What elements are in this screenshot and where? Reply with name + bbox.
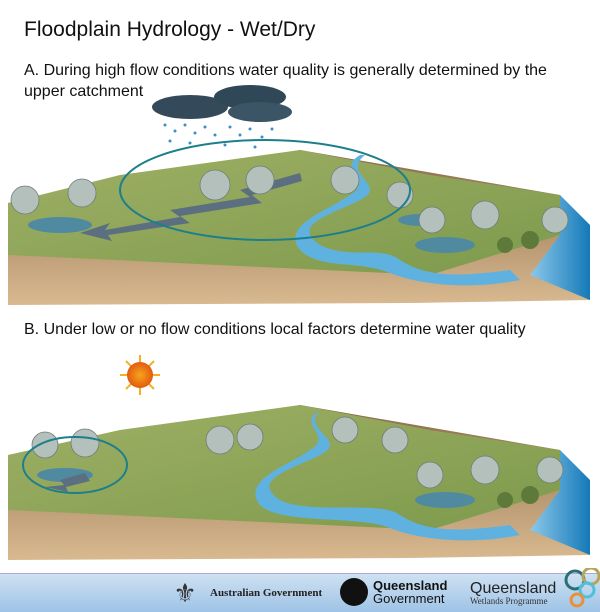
local-ring: [22, 436, 128, 494]
australian-government-label: Australian Government: [210, 587, 323, 599]
wetland: [415, 237, 475, 253]
clouds: [152, 85, 292, 122]
panel-b-caption: B. Under low or no flow conditions local…: [24, 321, 526, 338]
queensland-emblem-icon: [340, 578, 368, 606]
low-flow-landscape: [8, 355, 590, 560]
queensland-government-line1: Queensland: [373, 578, 448, 593]
river: [255, 410, 521, 541]
wetland: [415, 492, 475, 508]
flow-arrow: [80, 173, 302, 241]
coat-of-arms-icon: ⚜: [173, 578, 197, 608]
wetlands-circles-icon: [564, 568, 600, 608]
high-flow-landscape: [8, 85, 590, 305]
wetlands-line1: Queensland: [470, 579, 557, 597]
sea: [530, 450, 590, 555]
wetlands-line2: Wetlands Programme: [470, 595, 548, 606]
mangroves: [497, 486, 539, 508]
flow-arrow: [45, 473, 90, 492]
queensland-government-line2: Government: [373, 591, 445, 606]
catchment-ring: [119, 139, 411, 241]
river: [295, 155, 520, 286]
sea: [530, 195, 590, 300]
page-title: Floodplain Hydrology - Wet/Dry: [24, 18, 316, 41]
australian-government-logo: ⚜ Australian Government: [165, 576, 322, 610]
panel-a-caption: A. During high flow conditions water qua…: [24, 62, 547, 100]
rain-icon: [163, 123, 274, 149]
wetland: [28, 217, 92, 233]
sun-icon: [120, 355, 160, 395]
trees: [31, 416, 564, 489]
mangroves: [497, 231, 539, 253]
